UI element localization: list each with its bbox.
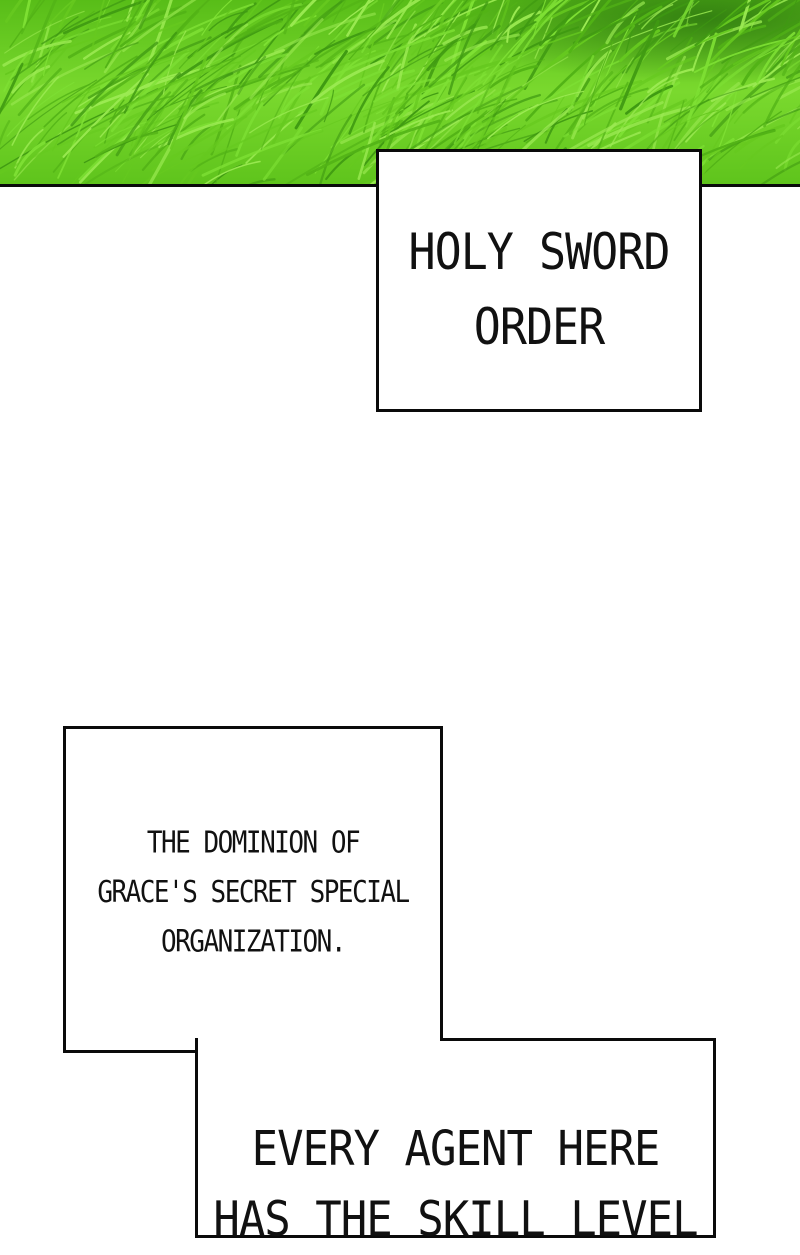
caption-join [198, 1035, 440, 1057]
description-caption-box: THE DOMINION OF GRACE'S SECRET SPECIAL O… [63, 726, 443, 1053]
description-caption-line-3: ORGANIZATION. [161, 925, 347, 960]
bottom-caption-line-1: EVERY AGENT HERE [251, 1121, 661, 1178]
title-caption-line-1: HOLY SWORD [408, 222, 671, 282]
bottom-caption-line-2: HAS THE SKILL LEVEL [213, 1191, 698, 1248]
bottom-caption-text: EVERY AGENT HERE HAS THE SKILL LEVEL [198, 1115, 713, 1255]
title-caption-box: HOLY SWORD ORDER [376, 149, 702, 412]
title-caption-line-2: ORDER [473, 297, 605, 356]
description-caption-line-2: GRACE'S SECRET SPECIAL [97, 875, 410, 911]
title-caption-text: HOLY SWORD ORDER [379, 215, 699, 365]
bottom-caption-box: EVERY AGENT HERE HAS THE SKILL LEVEL [195, 1038, 716, 1248]
description-caption-text: THE DOMINION OF GRACE'S SECRET SPECIAL O… [66, 819, 440, 967]
description-caption-line-1: THE DOMINION OF [146, 826, 361, 861]
